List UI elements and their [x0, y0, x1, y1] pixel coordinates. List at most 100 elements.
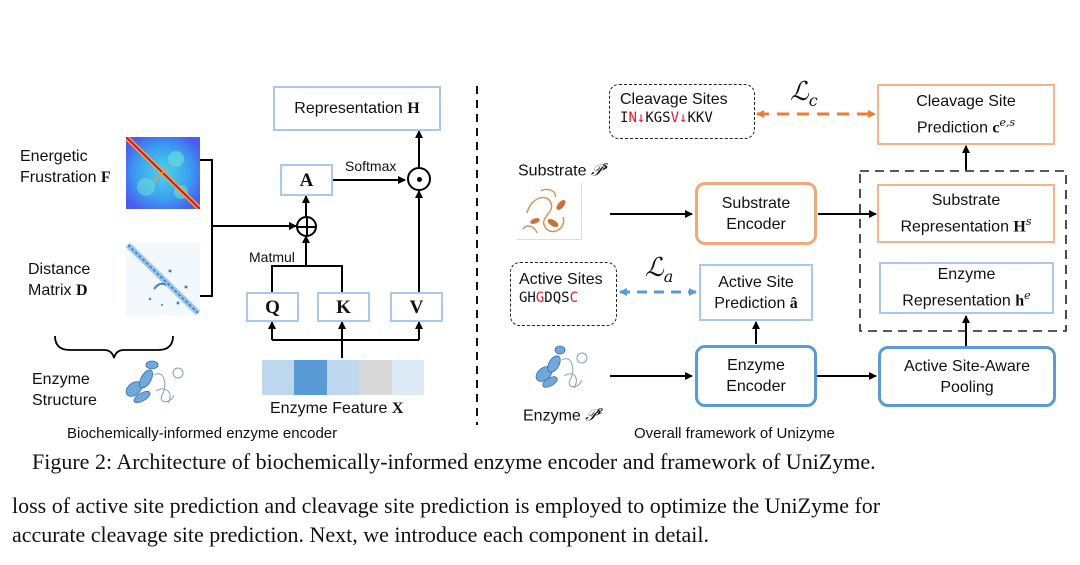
enzyme-structure-label: Enzyme Structure: [32, 369, 97, 411]
pooling-line1: Active Site-Aware: [904, 357, 1030, 375]
distance-label-line2: Matrix: [28, 282, 72, 299]
substrate-label: Substrate 𝒫s: [518, 155, 608, 181]
substrate-protein-image: [517, 183, 582, 240]
representation-symbol: H: [407, 100, 420, 117]
feature-cell: [262, 360, 295, 395]
structure-label-line1: Enzyme: [32, 371, 90, 388]
distance-symbol: D: [76, 282, 88, 299]
qk-matmul-connector: [271, 235, 343, 292]
enzyme-symbol: 𝒫: [585, 405, 597, 425]
feature-label-text: Enzyme Feature: [270, 400, 388, 417]
substrate-repr-line2: Representation: [900, 218, 1009, 236]
representation-h-box: Representation H: [273, 86, 441, 131]
structure-brace: [54, 335, 174, 359]
cleavage-seq-segment: ↓: [679, 110, 688, 126]
body-text-line2: accurate cleavage site prediction. Next,…: [12, 522, 709, 547]
enzyme-representation-box: Enzyme Representation he: [879, 262, 1054, 314]
active-seq-segment: DQS: [544, 290, 570, 306]
figure-caption: Figure 2: Architecture of biochemically-…: [32, 449, 876, 474]
loss-c-label: ℒc: [790, 76, 818, 110]
energetic-label-line1: Energetic: [20, 148, 88, 165]
active-seq-segment: C: [569, 290, 579, 306]
enzyme-encoder-line1: Enzyme: [727, 357, 785, 374]
loss-a-label: ℒa: [645, 252, 673, 286]
feature-cell: [359, 360, 392, 395]
cleavage-seq-segment: V: [670, 110, 680, 126]
softmax-label: Softmax: [345, 158, 397, 174]
cleavage-seq-segment: KKV: [687, 110, 713, 126]
loss-a-subscript: a: [663, 267, 674, 287]
enzyme-repr-line2: Representation: [902, 292, 1011, 310]
enzyme-sup: e: [596, 404, 604, 417]
substrate-encoder-line2: Encoder: [726, 215, 786, 233]
structure-label-line2: Structure: [32, 392, 97, 409]
right-panel-subtitle: Overall framework of Unizyme: [634, 425, 835, 442]
value-v-box: V: [390, 292, 443, 322]
distance-matrix-label: Distance Matrix D: [28, 259, 90, 301]
active-pred-line1: Active Site: [718, 273, 794, 291]
cleavage-seq-segment: I: [620, 110, 629, 126]
substrate-encoder-box: Substrate Encoder: [695, 182, 817, 245]
substrate-encoder-line1: Substrate: [721, 194, 791, 212]
plus-horizontal: [298, 226, 315, 228]
active-sites-box: Active Sites GHGDQSC: [510, 262, 617, 326]
cleavage-sites-title: Cleavage Sites: [620, 91, 728, 108]
feature-cell: [326, 360, 360, 395]
plus-operator: [296, 216, 317, 237]
active-seq-segment: G: [535, 290, 545, 306]
enzyme-repr-symbol: h: [1015, 292, 1025, 310]
query-q-box: Q: [246, 292, 299, 322]
enzyme-structure-image: [118, 355, 188, 411]
enzyme-encoder-box: Enzyme Encoder: [695, 345, 817, 407]
cleavage-pred-sup: e,s: [999, 115, 1016, 129]
feature-symbol: X: [391, 400, 404, 417]
cleavage-seq-segment: N: [628, 110, 637, 126]
body-text-line1: loss of active site prediction and cleav…: [12, 493, 881, 518]
fd-merge-connector: [200, 159, 297, 297]
substrate-symbol: 𝒫: [590, 160, 603, 180]
distance-label-line1: Distance: [28, 261, 91, 278]
enzyme-feature-label: Enzyme Feature X: [270, 398, 403, 419]
energetic-frustration-label: Energetic Frustration F: [20, 146, 111, 188]
hadamard-dot: [416, 176, 422, 182]
active-pred-line2: Prediction: [714, 294, 786, 312]
pooling-line2: Pooling: [940, 378, 994, 396]
cleavage-pred-symbol: c: [992, 119, 1000, 137]
representation-group: [859, 170, 1067, 332]
loss-a-symbol: ℒ: [645, 253, 664, 283]
substrate-sup: s: [602, 159, 609, 172]
feature-to-qkv-connector: [268, 321, 423, 358]
active-site-prediction-box: Active Site Prediction â: [699, 264, 813, 321]
cleavage-sequence: IN↓KGSV↓KKV: [620, 110, 754, 126]
substrate-label-text: Substrate: [518, 162, 587, 180]
representation-label: Representation: [294, 100, 403, 117]
key-k-box: K: [317, 292, 370, 322]
enzyme-repr-line1: Enzyme: [937, 266, 996, 284]
substrate-repr-line1: Substrate: [931, 191, 1001, 209]
cleavage-pred-line2: Prediction: [916, 119, 988, 137]
cleavage-sites-box: Cleavage Sites IN↓KGSV↓KKV: [609, 84, 755, 139]
active-seq-segment: GH: [519, 290, 536, 306]
feature-cell: [294, 360, 327, 395]
left-panel-subtitle: Biochemically-informed enzyme encoder: [67, 425, 338, 442]
energetic-label-line2: Frustration: [20, 169, 97, 186]
attention-symbol: A: [299, 169, 314, 191]
substrate-repr-symbol: H: [1013, 218, 1026, 236]
enzyme-protein-image: [530, 342, 590, 398]
attention-a-box: A: [280, 164, 333, 196]
matmul-label: Matmul: [249, 249, 295, 265]
enzyme-feature-bar: [262, 360, 425, 395]
active-pred-symbol: â: [789, 294, 798, 312]
enzyme-input-label: Enzyme 𝒫e: [523, 400, 603, 426]
substrate-representation-box: Substrate Representation Hs: [877, 184, 1055, 243]
substrate-repr-sup: s: [1025, 214, 1032, 228]
hadamard-operator: [407, 167, 431, 191]
q-symbol: Q: [265, 296, 280, 318]
energetic-symbol: F: [100, 169, 111, 186]
enzyme-encoder-line2: Encoder: [726, 378, 786, 395]
k-symbol: K: [336, 296, 351, 318]
cleavage-seq-segment: ↓: [636, 110, 646, 126]
energetic-frustration-heatmap: [126, 137, 200, 209]
cleavage-site-prediction-box: Cleavage Site Prediction ce,s: [877, 84, 1055, 145]
